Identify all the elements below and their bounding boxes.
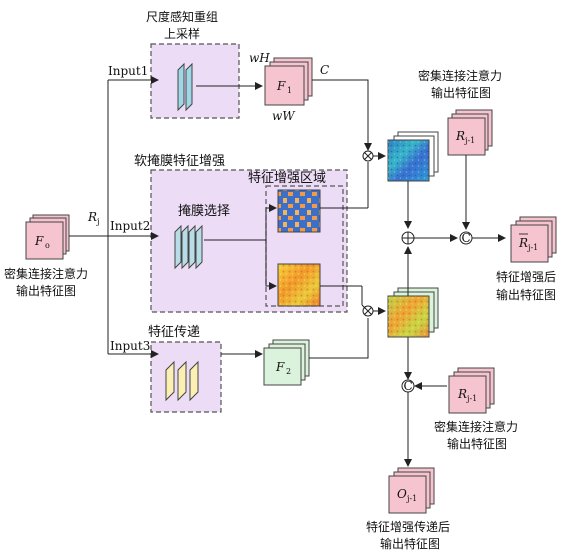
f2-sub: 2 xyxy=(286,367,291,376)
top-right-sub: j-1 xyxy=(464,136,475,145)
final-output-stack xyxy=(389,468,434,513)
soft-mask-title: 软掩膜特征增强 xyxy=(134,154,225,169)
bottom-right-sub: j-1 xyxy=(466,394,477,403)
bottom-right-caption-line2: 输出特征图 xyxy=(447,436,507,451)
concat-op-top: C xyxy=(460,231,472,245)
input-feature-sub: o xyxy=(45,241,50,250)
transfer-bars xyxy=(166,362,198,400)
fused-heatmap-lower xyxy=(388,288,438,337)
concat-op-bottom: C xyxy=(402,379,414,393)
enhanced-output-sub: j-1 xyxy=(527,243,538,252)
final-output-symbol: O xyxy=(397,487,407,501)
bottom-right-caption-line1: 密集连接注意力 xyxy=(434,419,518,434)
multiply-op-top xyxy=(363,151,373,161)
f2-feature-stack xyxy=(264,340,309,385)
mask-select-bars xyxy=(175,226,202,268)
enhanced-output-caption-line2: 输出特征图 xyxy=(496,287,556,302)
top-right-symbol: R xyxy=(455,129,465,143)
input-feature-symbol: F xyxy=(34,234,44,248)
feature-region-label: 特征增强区域 xyxy=(248,171,326,186)
input-caption-line1: 密集连接注意力 xyxy=(4,266,88,281)
top-right-caption-line2: 输出特征图 xyxy=(431,85,491,100)
bottom-right-feature-stack xyxy=(449,368,494,413)
upsample-title-line2: 上采样 xyxy=(164,26,200,41)
f1-feature-stack xyxy=(265,58,312,105)
final-output-caption-line2: 输出特征图 xyxy=(380,536,440,551)
f1-sub: 1 xyxy=(287,86,292,95)
edge-label: R xyxy=(87,210,97,224)
f1-h-label: wH xyxy=(249,51,270,65)
top-right-feature-stack xyxy=(448,110,492,155)
mask-heatmap xyxy=(278,190,320,232)
upsample-panel xyxy=(151,44,239,118)
input3-label: Input3 xyxy=(110,339,150,353)
enhanced-output-caption-line1: 特征增强后 xyxy=(496,269,556,284)
enhanced-heatmap xyxy=(278,264,320,306)
f2-symbol: F xyxy=(275,360,285,374)
top-right-caption-line1: 密集连接注意力 xyxy=(418,68,502,83)
fused-heatmap-upper xyxy=(388,132,438,181)
transfer-title: 特征传递 xyxy=(148,325,200,340)
bottom-right-symbol: R xyxy=(457,387,467,401)
f1-c-label: C xyxy=(320,63,329,77)
final-output-caption-line1: 特征增强传递后 xyxy=(366,519,450,534)
final-output-sub: j-1 xyxy=(406,494,417,503)
upsample-title-line1: 尺度感知重组 xyxy=(146,9,218,24)
mask-select-label: 掩膜选择 xyxy=(178,204,230,219)
input2-label: Input2 xyxy=(110,219,150,233)
f1-w-label: wW xyxy=(272,109,296,123)
add-op xyxy=(402,232,414,244)
input1-label: Input1 xyxy=(108,64,148,78)
input-caption-line2: 输出特征图 xyxy=(16,283,76,298)
input-feature-stack xyxy=(26,215,69,259)
enhanced-output-stack xyxy=(511,217,556,262)
concat-op-bottom-label: C xyxy=(404,379,413,393)
concat-op-top-label: C xyxy=(462,231,471,245)
f1-symbol: F xyxy=(276,79,286,93)
edge-label-sub: j xyxy=(96,217,99,226)
enhanced-output-symbol: R xyxy=(518,236,528,250)
